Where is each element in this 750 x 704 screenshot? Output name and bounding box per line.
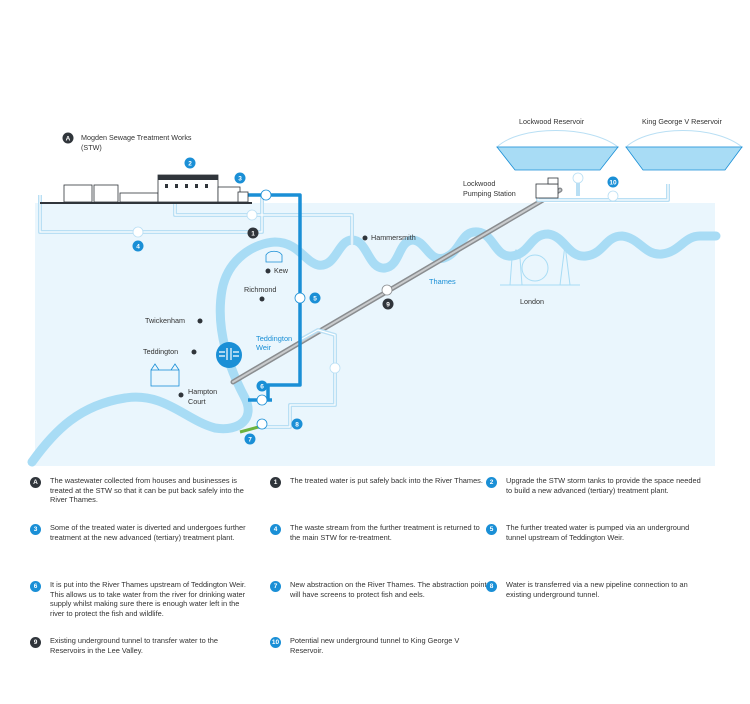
label-mogden: Mogden Sewage Treatment Works (81, 133, 192, 142)
badge-3: 3 (234, 172, 246, 184)
mogden-stw-icon (63, 174, 249, 203)
label-hampton-court-1: Hampton (188, 387, 217, 396)
legend-item-10: 10 Potential new underground tunnel to K… (270, 636, 490, 655)
legend-item-8: 8 Water is transferred via a new pipelin… (486, 580, 706, 599)
badge-8: 8 (291, 418, 303, 430)
badge-4: 4 (132, 240, 144, 252)
label-thames: Thames (429, 277, 456, 286)
legend-item-1: 1 The treated water is put safely back i… (270, 476, 490, 488)
svg-text:10: 10 (609, 180, 617, 187)
badge-5: 5 (309, 292, 321, 304)
legend-text: The wastewater collected from houses and… (50, 476, 244, 505)
legend-badge: 3 (30, 524, 41, 535)
svg-text:4: 4 (136, 244, 140, 251)
legend-text: It is put into the River Thames upstream… (50, 580, 246, 618)
legend-badge: 2 (486, 477, 497, 488)
river-thames (27, 227, 721, 467)
legend-text: Upgrade the STW storm tanks to provide t… (506, 476, 701, 495)
legend-badge: 4 (270, 524, 281, 535)
legend-badge: 9 (30, 637, 41, 648)
svg-text:1: 1 (251, 231, 255, 238)
svg-text:3: 3 (238, 176, 242, 183)
label-lockwood-pumping-2: Pumping Station (463, 189, 516, 198)
badge-2: 2 (184, 157, 196, 169)
legend-item-3: 3 Some of the treated water is diverted … (30, 523, 250, 542)
pipe-further-treated (245, 193, 302, 400)
svg-text:9: 9 (386, 302, 390, 309)
badge-1: 1 (247, 227, 259, 239)
king-george-reservoir-icon (624, 130, 744, 171)
hampton-court-icon (150, 363, 180, 387)
legend-item-2: 2 Upgrade the STW storm tanks to provide… (486, 476, 706, 495)
london-skyline-icon (500, 244, 580, 286)
legend-badge: A (30, 477, 41, 488)
legend-badge: 8 (486, 581, 497, 592)
label-teddington-weir-1: Teddington (256, 334, 292, 343)
label-twickenham: Twickenham (145, 316, 185, 325)
label-richmond: Richmond (244, 285, 276, 294)
label-kew: Kew (274, 266, 289, 275)
badge-A: A (62, 132, 74, 144)
legend-badge: 5 (486, 524, 497, 535)
label-lockwood-pumping-1: Lockwood (463, 179, 495, 188)
label-teddington-weir-2: Weir (256, 343, 272, 352)
svg-text:6: 6 (260, 384, 264, 391)
legend-badge: 7 (270, 581, 281, 592)
label-mogden-sub: (STW) (81, 143, 102, 152)
svg-text:8: 8 (295, 422, 299, 429)
label-hampton-court-2: Court (188, 397, 206, 406)
svg-text:2: 2 (188, 161, 192, 168)
label-king-george-reservoir: King George V Reservoir (642, 117, 723, 126)
svg-text:A: A (66, 136, 71, 143)
legend-badge: 10 (270, 637, 281, 648)
legend-text: New abstraction on the River Thames. The… (290, 580, 487, 599)
label-lockwood-reservoir: Lockwood Reservoir (519, 117, 585, 126)
legend-item-6: 6 It is put into the River Thames upstre… (30, 580, 250, 618)
legend-item-7: 7 New abstraction on the River Thames. T… (270, 580, 490, 599)
legend-text: Potential new underground tunnel to King… (290, 636, 460, 655)
lockwood-reservoir-icon (495, 130, 620, 171)
legend-badge: 6 (30, 581, 41, 592)
weir-icon (216, 342, 242, 368)
water-diagram: A 1 2 3 4 5 6 7 8 9 10 Mogden Sewage Tre… (27, 117, 744, 467)
legend-text: Water is transferred via a new pipeline … (506, 580, 688, 599)
legend-item-5: 5 The further treated water is pumped vi… (486, 523, 706, 542)
label-hammersmith: Hammersmith (371, 233, 416, 242)
legend-text: The further treated water is pumped via … (506, 523, 690, 542)
label-london: London (520, 297, 544, 306)
badge-6: 6 (256, 380, 268, 392)
pumping-station-icon (535, 177, 559, 199)
legend-text: The treated water is put safely back int… (290, 476, 483, 485)
kew-icon (265, 250, 283, 263)
svg-text:5: 5 (313, 296, 317, 303)
legend-item-A: A The wastewater collected from houses a… (30, 476, 250, 505)
badge-7: 7 (244, 433, 256, 445)
legend-text: Some of the treated water is diverted an… (50, 523, 246, 542)
legend-item-9: 9 Existing underground tunnel to transfe… (30, 636, 250, 655)
badge-10: 10 (607, 176, 619, 188)
label-teddington: Teddington (143, 347, 178, 356)
svg-text:7: 7 (248, 437, 252, 444)
legend-text: Existing underground tunnel to transfer … (50, 636, 219, 655)
legend-item-4: 4 The waste stream from the further trea… (270, 523, 490, 542)
legend-badge: 1 (270, 477, 281, 488)
location-dots (178, 235, 368, 398)
legend-text: The waste stream from the further treatm… (290, 523, 480, 542)
badge-9: 9 (382, 298, 394, 310)
